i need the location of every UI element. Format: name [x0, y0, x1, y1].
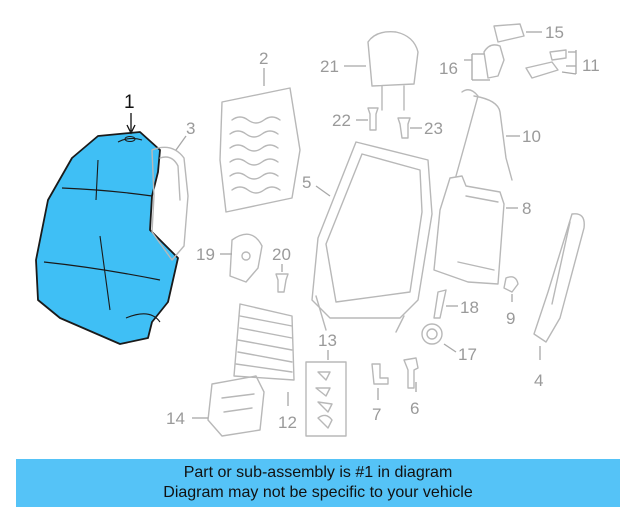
heater-mat-part-2[interactable]	[219, 87, 301, 213]
cable-part-10[interactable]	[455, 89, 513, 181]
notice-line-2: Diagram may not be specific to your vehi…	[163, 484, 473, 501]
seat-back-cover-part-1[interactable]	[35, 131, 179, 345]
callout-19: 19	[196, 245, 215, 264]
callout-16: 16	[439, 59, 458, 78]
callout-23: 23	[424, 119, 443, 138]
callout-13: 13	[318, 331, 337, 350]
knob-part-17[interactable]	[421, 323, 443, 345]
callout-10: 10	[522, 127, 541, 146]
callout-11: 11	[582, 56, 600, 75]
parts-diagram: 1 2 3 4 5 6 7 8 9 10 11 12 13 14 15 16 1…	[35, 23, 600, 437]
lumbar-mechanism-part-14[interactable]	[207, 375, 265, 437]
headrest-guide-part-23[interactable]	[397, 117, 411, 139]
callout-20: 20	[272, 245, 291, 264]
switch-part-16[interactable]	[483, 44, 505, 79]
callout-21: 21	[320, 57, 339, 76]
bracket-part-19[interactable]	[229, 233, 263, 283]
callout-8: 8	[522, 199, 531, 218]
callout-5: 5	[302, 173, 311, 192]
seat-back-frame-part-5[interactable]	[311, 141, 433, 333]
lumbar-support-part-12[interactable]	[233, 303, 295, 381]
side-trim-part-4[interactable]	[533, 213, 585, 343]
callout-1: 1	[124, 92, 135, 113]
side-pad-part-3[interactable]	[151, 146, 189, 261]
hook-part-7[interactable]	[371, 363, 389, 385]
pin-part-18[interactable]	[433, 289, 447, 319]
screw-part-20[interactable]	[275, 273, 289, 293]
callout-2: 2	[259, 49, 268, 68]
bolt-part-6[interactable]	[403, 357, 419, 389]
callout-17: 17	[458, 345, 477, 364]
callout-3: 3	[186, 119, 195, 138]
headrest-guide-part-22[interactable]	[367, 107, 379, 131]
callout-15: 15	[545, 23, 564, 42]
connector-part-11[interactable]	[525, 49, 567, 79]
headrest-part-21[interactable]	[367, 31, 419, 111]
callout-22: 22	[332, 111, 351, 130]
notice-line-1: Part or sub-assembly is #1 in diagram	[183, 464, 453, 481]
bracket-plate-part-8[interactable]	[433, 175, 505, 285]
callout-7: 7	[372, 405, 381, 424]
clip-part-15[interactable]	[493, 23, 525, 43]
callout-4: 4	[534, 371, 543, 390]
hardware-kit-part-13[interactable]	[305, 361, 347, 437]
clip-part-9[interactable]	[503, 276, 519, 293]
callout-9: 9	[506, 309, 515, 328]
notice-banner: Part or sub-assembly is #1 in diagram Di…	[16, 459, 620, 507]
callout-12: 12	[278, 413, 297, 432]
callout-14: 14	[166, 409, 185, 428]
callout-6: 6	[410, 399, 419, 418]
callout-18: 18	[460, 298, 479, 317]
